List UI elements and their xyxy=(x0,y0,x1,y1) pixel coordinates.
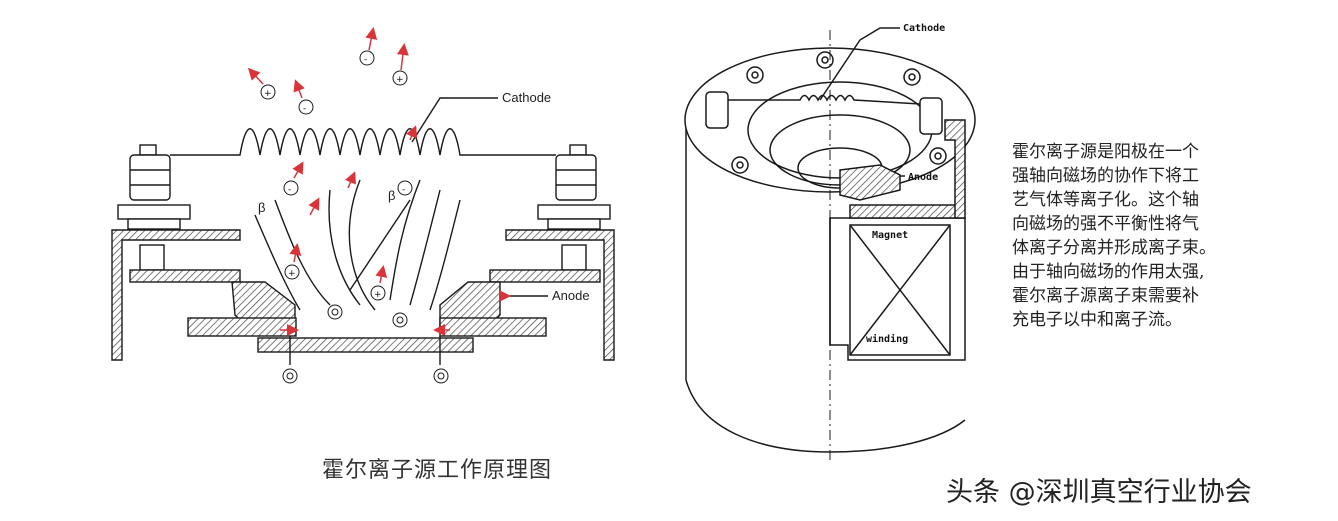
description-line: 艺气体等离子化。这个轴 xyxy=(1012,190,1199,210)
svg-text:-: - xyxy=(288,185,291,195)
description-text: 霍尔离子源是阳极在一个 强轴向磁场的协作下将工 艺气体等离子化。这个轴 向磁场的… xyxy=(1012,140,1282,332)
ion-particles: + - - + - - + + xyxy=(260,50,449,384)
red-motion-arrows xyxy=(247,27,511,336)
svg-text:+: + xyxy=(288,269,296,279)
svg-text:-: - xyxy=(364,55,367,65)
right-anode-label: Anode xyxy=(908,172,938,183)
svg-text:+: + xyxy=(264,89,272,99)
winding-label: winding xyxy=(866,333,908,345)
magnet-label: Magnet xyxy=(872,230,908,241)
cathode-filament xyxy=(170,128,556,156)
left-terminal-post xyxy=(117,144,191,271)
diagram-caption: 霍尔离子源工作原理图 xyxy=(322,458,553,483)
description-line: 向磁场的强不平衡性将气 xyxy=(1012,214,1199,234)
description-line: 体离子分离并形成离子束。 xyxy=(1012,238,1216,258)
left-schematic: + - - + - - + + xyxy=(111,50,615,384)
description-line: 强轴向磁场的协作下将工 xyxy=(1012,166,1199,186)
svg-text:-: - xyxy=(303,104,306,114)
right-terminal-post xyxy=(537,144,611,271)
beta-label-left: β xyxy=(258,200,265,215)
beta-label-right: β xyxy=(388,188,395,203)
description-line: 充电子以中和离子流。 xyxy=(1012,310,1182,330)
left-anode-label: Anode xyxy=(552,288,590,303)
cathode-leader xyxy=(411,97,498,143)
svg-text:-: - xyxy=(402,185,405,195)
svg-text:+: + xyxy=(396,75,404,85)
description-line: 霍尔离子源是阳极在一个 xyxy=(1012,142,1199,162)
right-cathode-label: Cathode xyxy=(903,23,945,34)
watermark: 头条 @深圳真空行业协会 xyxy=(946,477,1252,508)
right-cutaway-drawing xyxy=(684,27,976,460)
svg-text:+: + xyxy=(374,290,382,300)
description-line: 由于轴向磁场的作用太强, xyxy=(1012,262,1205,282)
left-cathode-label: Cathode xyxy=(502,90,551,105)
description-line: 霍尔离子源离子束需要补 xyxy=(1012,286,1199,306)
